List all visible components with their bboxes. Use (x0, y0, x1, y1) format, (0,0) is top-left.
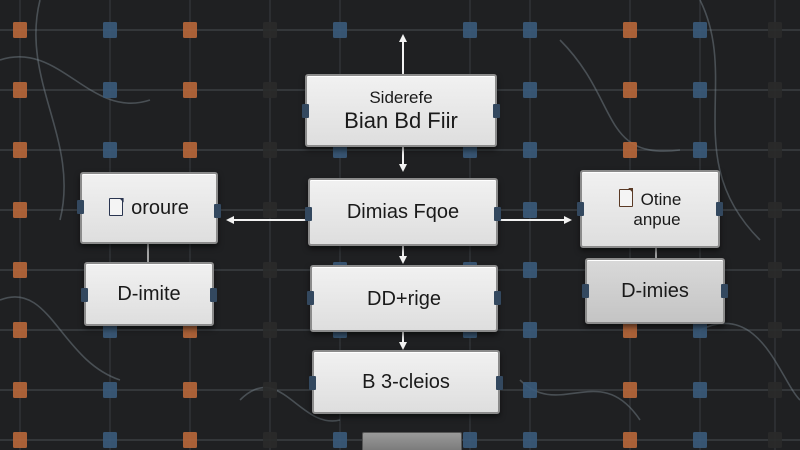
connector-chip (623, 432, 637, 448)
cable (239, 386, 341, 422)
connector-chip (768, 262, 782, 278)
connector-chip (768, 202, 782, 218)
left-bottom-node[interactable]: D-imite (81, 262, 217, 326)
connector-chip (768, 22, 782, 38)
connector-chip (693, 22, 707, 38)
connector-chip (693, 382, 707, 398)
connector-chip (13, 142, 27, 158)
connector-chip (263, 202, 277, 218)
top-node-line2: Bian Bd Fiir (344, 107, 458, 133)
left-top-node-label: oroure (131, 197, 189, 219)
right-bottom-node[interactable]: D-imies (582, 258, 728, 324)
bottom-node-label: B 3-cleios (362, 371, 450, 393)
cable (35, 0, 65, 221)
connector-chip (263, 382, 277, 398)
connector-chip (693, 322, 707, 338)
connector-chip (13, 432, 27, 448)
connector-chip (333, 432, 347, 448)
connector-chip (103, 382, 117, 398)
cable (0, 56, 151, 104)
connector-chip (103, 22, 117, 38)
connector-chip (103, 82, 117, 98)
connector-chip (463, 432, 477, 448)
connector-chip (103, 322, 117, 338)
center-node[interactable]: Dimias Fqoe (305, 178, 501, 246)
connector-chip (768, 322, 782, 338)
connector-chip (183, 382, 197, 398)
connector-chip (623, 382, 637, 398)
right-top-node-line1-wrap: Otine (618, 188, 682, 210)
right-bottom-node-label: D-imies (621, 280, 689, 302)
connector-chip (13, 322, 27, 338)
connector-chip (463, 22, 477, 38)
cable (519, 379, 641, 421)
connector-chip (263, 262, 277, 278)
connector-chip (263, 322, 277, 338)
connector-chip (263, 22, 277, 38)
connector-chip (13, 22, 27, 38)
connector-chip (768, 432, 782, 448)
connector-chip (13, 382, 27, 398)
connector-chip (693, 432, 707, 448)
connector-chip (333, 22, 347, 38)
connector-chip (523, 202, 537, 218)
connector-chip (183, 322, 197, 338)
connector-chip (183, 142, 197, 158)
right-top-node-line1: Otine (640, 189, 682, 209)
connector-chip (523, 432, 537, 448)
top-node[interactable]: Siderefe Bian Bd Fiir (302, 74, 500, 147)
connector-chip (13, 82, 27, 98)
connector-chip (103, 142, 117, 158)
middle-node-label: DD+rige (367, 287, 441, 310)
connector-chip (13, 202, 27, 218)
cable (699, 0, 761, 241)
connector-chip (693, 142, 707, 158)
right-top-node-line2: anpue (633, 209, 681, 229)
left-top-node-content: oroure (109, 196, 189, 220)
connector-chip (183, 22, 197, 38)
document-icon (618, 188, 633, 207)
left-top-node[interactable]: oroure (77, 172, 221, 244)
connector-chip (623, 22, 637, 38)
connector-chip (623, 82, 637, 98)
connector-chip (263, 142, 277, 158)
connector-chip (768, 82, 782, 98)
connector-chip (523, 142, 537, 158)
connector-chip (768, 142, 782, 158)
document-icon (109, 198, 124, 216)
connector-chip (523, 82, 537, 98)
connector-chip (768, 382, 782, 398)
center-node-label: Dimias Fqoe (346, 201, 460, 223)
cable (559, 39, 681, 152)
connector-chip (263, 82, 277, 98)
connector-chip (523, 322, 537, 338)
top-node-line1: Siderefe (369, 87, 433, 107)
connector-chip (13, 262, 27, 278)
right-top-node[interactable]: Otine anpue (577, 170, 723, 248)
bottom-node[interactable]: B 3-cleios (309, 350, 503, 414)
connector-chip (523, 262, 537, 278)
connector-chip (183, 432, 197, 448)
connector-chip (263, 432, 277, 448)
connector-chip (183, 82, 197, 98)
partial-node-bottom-edge (362, 432, 462, 450)
connector-chip (693, 82, 707, 98)
connector-chip (523, 382, 537, 398)
connector-chip (623, 322, 637, 338)
connector-chip (103, 432, 117, 448)
left-bottom-node-label: D-imite (117, 283, 181, 305)
middle-node[interactable]: DD+rige (307, 265, 501, 332)
cable (0, 296, 121, 381)
connector-chip (523, 22, 537, 38)
cable (699, 322, 800, 401)
connector-chip (623, 142, 637, 158)
